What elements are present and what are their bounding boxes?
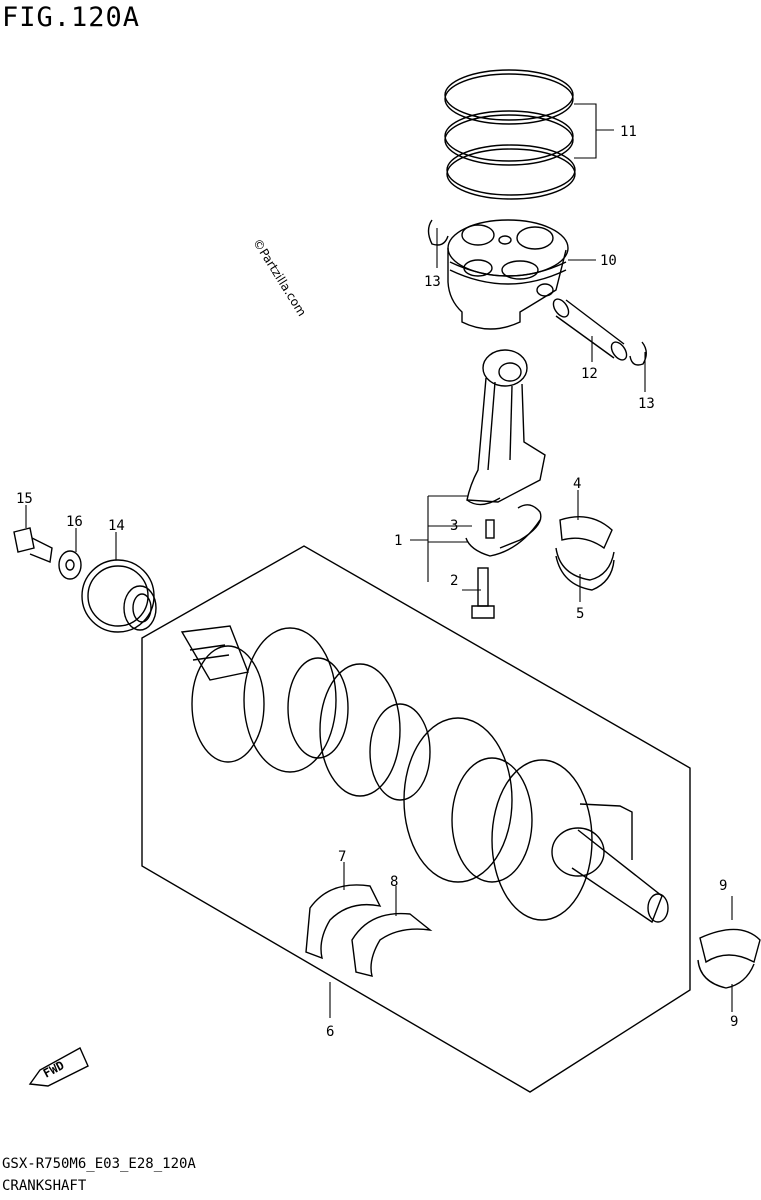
sprocket-assembly	[13, 527, 157, 633]
callout-9-upper: 9	[719, 878, 727, 894]
callout-1: 1	[394, 533, 402, 549]
callout-2: 2	[450, 573, 458, 589]
crankshaft-box	[141, 545, 691, 1093]
fwd-arrow	[28, 1047, 89, 1087]
callout-3: 3	[450, 518, 458, 534]
figure-title: FIG.120A	[2, 2, 141, 33]
diagram-code: GSX-R750M6_E03_E28_120A	[2, 1156, 196, 1172]
connecting-rod	[465, 349, 546, 557]
circlip-left	[427, 219, 449, 246]
piston	[447, 219, 569, 330]
callout-8: 8	[390, 874, 398, 890]
callout-11: 11	[620, 124, 637, 140]
callout-13-left: 13	[424, 274, 441, 290]
callout-13-right: 13	[638, 396, 655, 412]
callout-16: 16	[66, 514, 83, 530]
callout-5: 5	[576, 606, 584, 622]
callout-15: 15	[16, 491, 33, 507]
piston-rings	[444, 69, 576, 200]
circlip-right	[629, 341, 647, 366]
callout-7: 7	[338, 849, 346, 865]
callout-4: 4	[573, 476, 581, 492]
diagram-name: CRANKSHAFT	[2, 1178, 87, 1194]
crankshaft	[180, 625, 669, 924]
callout-9-lower: 9	[730, 1014, 738, 1030]
fwd-label: FWD	[41, 1058, 67, 1081]
rod-bearings	[555, 516, 615, 591]
leader-lines	[25, 103, 733, 1018]
rod-bolt	[471, 567, 495, 619]
callout-6: 6	[326, 1024, 334, 1040]
main-bearings	[697, 928, 761, 989]
piston-pin	[552, 298, 628, 361]
thrust-bearings	[305, 884, 433, 977]
callout-12: 12	[581, 366, 598, 382]
callout-labels: 1 2 3 4 5 6 7 8 9 9 10 11 12 13 13 14 15…	[16, 124, 738, 1081]
callout-14: 14	[108, 518, 125, 534]
callout-10: 10	[600, 253, 617, 269]
